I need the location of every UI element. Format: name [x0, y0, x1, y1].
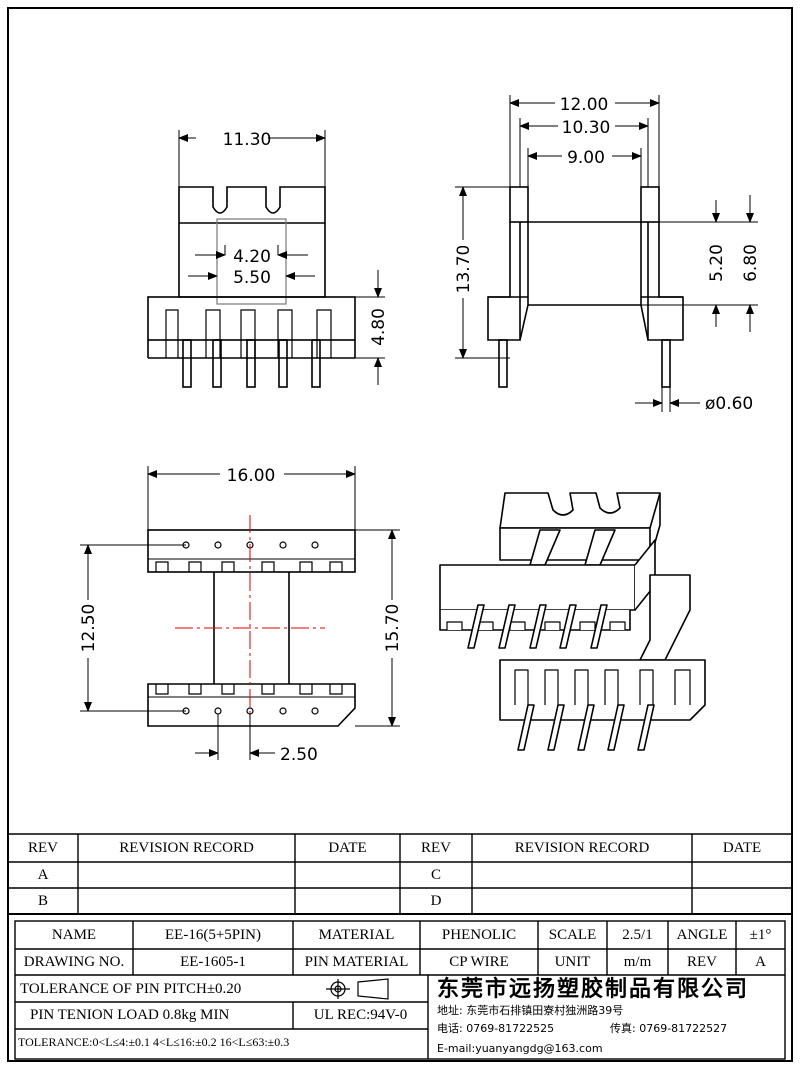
drawing-no-label: DRAWING NO. [23, 954, 125, 970]
date-header-right: DATE [722, 840, 762, 856]
dim-side-height: 13.70 [454, 245, 474, 294]
unit-value: m/m [623, 954, 652, 970]
dim-flange-height: 4.80 [369, 308, 389, 346]
dim-pin-pitch: 2.50 [280, 745, 318, 765]
dim-bottom-width: 16.00 [227, 466, 276, 486]
side-view [455, 95, 758, 412]
dim-slot-inner: 5.20 [707, 244, 727, 282]
sheet-border [7, 7, 793, 1062]
rev-row-a: A [37, 867, 49, 883]
dim-side-total-width: 12.00 [560, 95, 609, 115]
dim-row-spacing: 12.50 [79, 604, 99, 653]
date-header-left: DATE [328, 840, 367, 856]
material-value: PHENOLIC [441, 927, 517, 943]
rev-header-right: REV [421, 840, 451, 856]
pin-tension: PIN TENION LOAD 0.8kg MIN [30, 1007, 230, 1023]
title-block-grid [8, 833, 792, 1060]
front-view [147, 130, 385, 388]
rev-row-c: C [430, 867, 441, 883]
pin-material-value: CP WIRE [449, 954, 509, 970]
name-label: NAME [51, 927, 97, 943]
rev-value: A [755, 954, 766, 970]
angle-value: ±1° [749, 927, 772, 943]
material-label: MATERIAL [318, 927, 395, 943]
dim-pin-diameter: ø0.60 [705, 394, 753, 414]
scale-label: SCALE [548, 927, 597, 943]
ul-rec: UL REC:94V-0 [313, 1007, 408, 1023]
dim-window-outer: 5.50 [233, 268, 271, 288]
company-email: E-mail:yuanyangdg@163.com [437, 1042, 603, 1055]
rev-label: REV [687, 954, 717, 970]
rev-header-left: REV [28, 840, 58, 856]
pin-material-label: PIN MATERIAL [304, 954, 409, 970]
dim-side-mid-width: 10.30 [562, 118, 611, 138]
company-name: 东莞市远扬塑胶制品有限公司 [437, 977, 750, 1002]
rev-row-d: D [430, 893, 442, 909]
revision-record-header-left: REVISION RECORD [119, 840, 254, 856]
dim-bottom-depth: 15.70 [383, 604, 403, 653]
angle-label: ANGLE [676, 927, 728, 943]
name-value: EE-16(5+5PIN) [165, 927, 261, 943]
projection-symbol-icon [326, 978, 389, 1000]
scale-value: 2.5/1 [622, 927, 653, 943]
rev-row-b: B [37, 893, 48, 909]
dim-front-width: 11.30 [223, 130, 272, 150]
company-phone: 电话: 0769-81722525 [437, 1022, 555, 1035]
dim-slot-outer: 6.80 [741, 244, 761, 282]
isometric-view [439, 492, 706, 751]
bottom-view [80, 466, 400, 760]
company-fax: 传真: 0769-81722527 [610, 1022, 728, 1035]
tolerance-ranges: TOLERANCE:0<L≤4:±0.1 4<L≤16:±0.2 16<L≤63… [18, 1035, 290, 1049]
company-address: 地址: 东莞市石排镇田寮村独洲路39号 [437, 1004, 624, 1017]
dim-window-inner: 4.20 [233, 247, 271, 267]
drawing-no-value: EE-1605-1 [180, 954, 246, 970]
unit-label: UNIT [554, 954, 591, 970]
tolerance-pin-pitch: TOLERANCE OF PIN PITCH±0.20 [20, 981, 242, 997]
dim-side-inner-width: 9.00 [567, 148, 605, 168]
revision-record-header-right: REVISION RECORD [514, 840, 650, 856]
